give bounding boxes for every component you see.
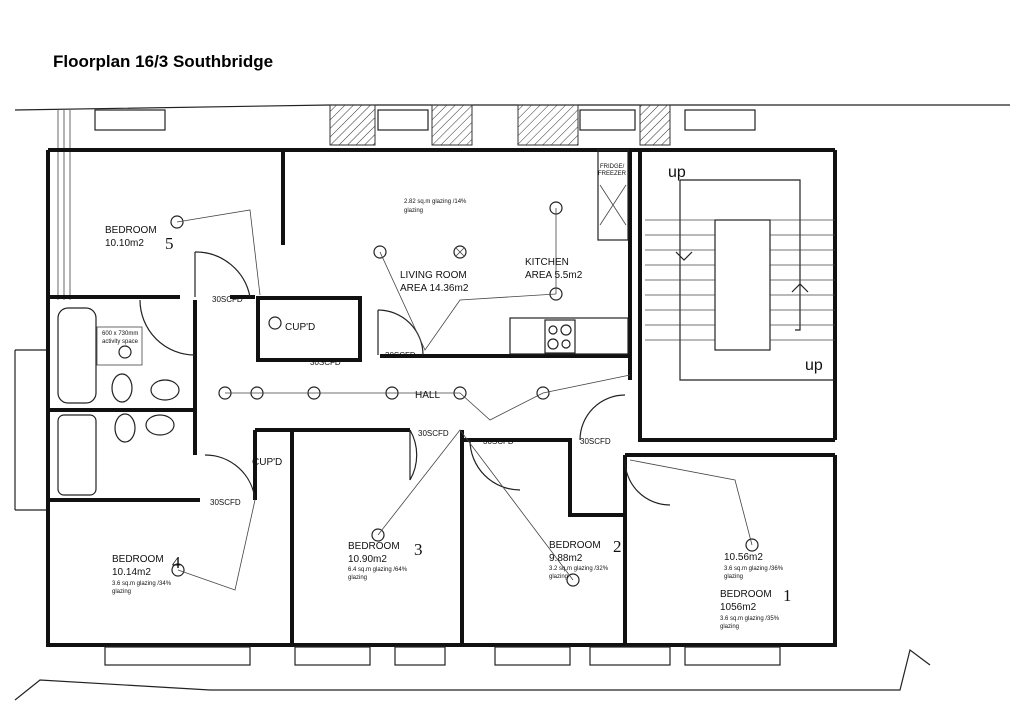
bedroom5-area: 10.10m2 bbox=[105, 238, 144, 249]
bedroom1-number: 1 bbox=[783, 586, 792, 605]
bedroom5-name: BEDROOM bbox=[105, 225, 157, 236]
bedroom1-area: 1056m2 bbox=[720, 602, 757, 613]
arrow-up-icon bbox=[791, 283, 809, 293]
bedroom3-area: 10.90m2 bbox=[348, 554, 387, 565]
bedroom5-number: 5 bbox=[165, 234, 174, 253]
bedroom4-glazing: 3.6 sq.m glazing /34% bbox=[112, 581, 172, 587]
toilet bbox=[111, 373, 133, 403]
sink bbox=[150, 379, 180, 401]
bedroom3-number: 3 bbox=[414, 540, 423, 559]
bedroom2-glazing: 3.2 sq.m glazing /32% bbox=[549, 566, 609, 572]
light-fittings bbox=[118, 201, 759, 591]
bedroom2-name: BEDROOM bbox=[549, 540, 601, 551]
window-pier bbox=[639, 104, 671, 146]
arrow-down-icon bbox=[675, 251, 693, 261]
bedroom4-glazing: glazing bbox=[112, 589, 131, 595]
bedroom1-area-top: 10.56m2 bbox=[724, 552, 763, 563]
toilet bbox=[114, 413, 136, 443]
bedroom4-area: 10.14m2 bbox=[112, 567, 151, 578]
bedroom2-number: 2 bbox=[613, 537, 622, 556]
activity-space-note: activity space bbox=[102, 339, 139, 345]
bedroom3-glazing: glazing bbox=[348, 575, 367, 581]
cupboard-label: CUP'D bbox=[252, 457, 282, 468]
bedroom1-name: BEDROOM bbox=[720, 589, 772, 600]
building-outline bbox=[14, 104, 1010, 701]
door-rating-label: 30SCFD bbox=[483, 437, 514, 446]
bathroom-fixtures: 600 x 730mm activity space bbox=[57, 307, 180, 496]
door-rating-label: 30SCFD bbox=[580, 437, 611, 446]
bottom-windows bbox=[104, 646, 781, 666]
fridge-freezer bbox=[597, 149, 629, 241]
bedroom1-glazing-top: glazing bbox=[724, 574, 743, 580]
walls bbox=[46, 148, 837, 647]
freezer-label: FREEZER bbox=[598, 171, 627, 177]
window-pier bbox=[431, 104, 473, 146]
living-room-area: AREA 14.36m2 bbox=[400, 283, 469, 294]
bathtub bbox=[57, 414, 97, 496]
cupboard-label: CUP'D bbox=[285, 322, 315, 333]
sink bbox=[145, 414, 175, 436]
bedroom1-glazing-top: 3.6 sq.m glazing /36% bbox=[724, 566, 784, 572]
window-pier bbox=[517, 104, 579, 146]
bedroom1-glazing: 3.6 sq.m glazing /35% bbox=[720, 616, 780, 622]
doors bbox=[139, 251, 671, 506]
door-rating-label: 30SCFD bbox=[385, 351, 416, 360]
hall-label: HALL bbox=[415, 390, 440, 401]
living-glazing: glazing bbox=[404, 208, 423, 214]
door-rating-label: 30SCFD bbox=[310, 358, 341, 367]
bedroom4-name: BEDROOM bbox=[112, 554, 164, 565]
kitchen-fixtures: FRIDGE/ FREEZER bbox=[509, 149, 629, 355]
door-rating-label: 30SCFD bbox=[210, 498, 241, 507]
window-pier bbox=[329, 104, 376, 146]
hob bbox=[544, 319, 576, 354]
fridge-label: FRIDGE/ bbox=[600, 164, 625, 170]
kitchen-name: KITCHEN bbox=[525, 257, 569, 268]
floorplan-title: Floorplan 16/3 Southbridge bbox=[53, 52, 274, 71]
staircase: up up bbox=[645, 164, 835, 381]
bedroom2-glazing: glazing bbox=[549, 574, 568, 580]
stair-up-label: up bbox=[805, 357, 823, 374]
kitchen-area: AREA 5.5m2 bbox=[525, 270, 583, 281]
living-room-name: LIVING ROOM bbox=[400, 270, 467, 281]
door-rating-label: 30SCFD bbox=[212, 295, 243, 304]
bedroom4-number: 4 bbox=[172, 553, 181, 572]
bedroom3-name: BEDROOM bbox=[348, 541, 400, 552]
living-glazing: 2.82 sq.m glazing /14% bbox=[404, 199, 467, 205]
stair-up-label: up bbox=[668, 164, 686, 181]
room-labels: BEDROOM 10.10m2 5 2.82 sq.m glazing /14%… bbox=[105, 199, 792, 630]
activity-space-note: 600 x 730mm bbox=[102, 331, 138, 337]
bedroom1-glazing: glazing bbox=[720, 624, 739, 630]
bedroom2-area: 9.88m2 bbox=[549, 553, 583, 564]
door-labels: 30SCFD 30SCFD 30SCFD 30SCFD 30SCFD 30SCF… bbox=[210, 295, 611, 507]
bathtub bbox=[57, 307, 97, 404]
bedroom3-glazing: 6.4 sq.m glazing /64% bbox=[348, 567, 408, 573]
door-rating-label: 30SCFD bbox=[418, 429, 449, 438]
